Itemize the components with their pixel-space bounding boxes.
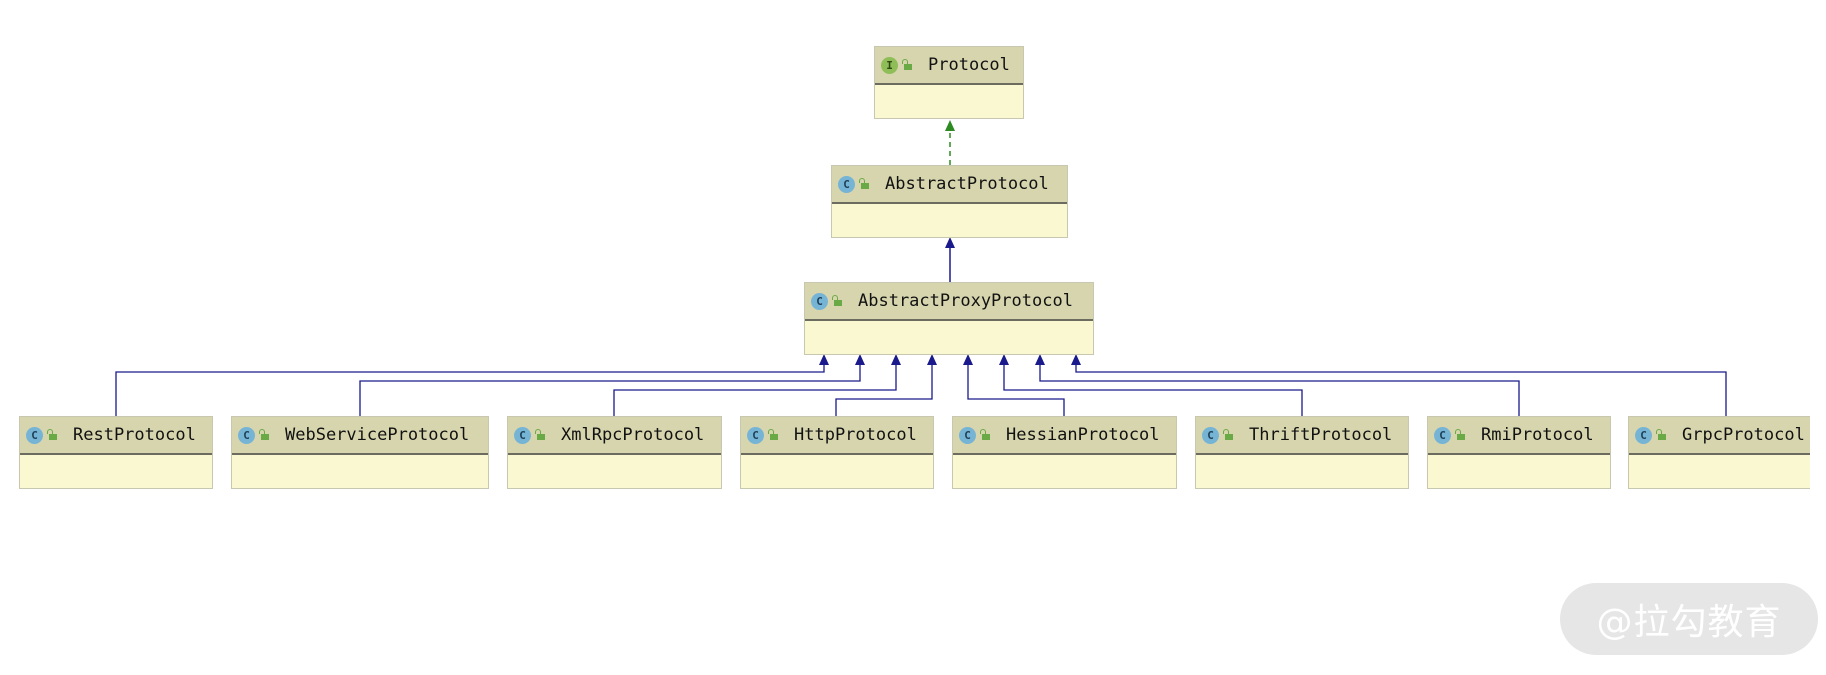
class-name: RestProtocol	[73, 425, 196, 445]
class-header: C HttpProtocol	[741, 417, 933, 455]
public-visibility-icon	[1656, 428, 1666, 440]
class-box-thriftprotocol[interactable]: C ThriftProtocol	[1195, 416, 1409, 489]
class-box-restprotocol[interactable]: C RestProtocol	[19, 416, 213, 489]
class-box-abstractprotocol[interactable]: C AbstractProtocol	[831, 165, 1068, 238]
class-header: C AbstractProtocol	[832, 166, 1067, 204]
edge-http	[835, 363, 933, 416]
arrowhead	[1035, 354, 1045, 365]
class-header: C RmiProtocol	[1428, 417, 1610, 455]
class-header: C XmlRpcProtocol	[508, 417, 721, 455]
class-icon: C	[1434, 426, 1451, 444]
public-visibility-icon	[47, 428, 57, 440]
public-visibility-icon	[832, 294, 842, 306]
edge-thrift	[1003, 363, 1303, 416]
public-visibility-icon	[902, 58, 912, 70]
class-box-protocol[interactable]: I Protocol	[874, 46, 1024, 119]
class-icon: C	[26, 426, 43, 444]
class-box-httpprotocol[interactable]: C HttpProtocol	[740, 416, 934, 489]
class-header: C RestProtocol	[20, 417, 212, 455]
class-name: AbstractProtocol	[885, 174, 1049, 194]
class-icon: C	[238, 426, 255, 444]
edge-hessian	[967, 363, 1065, 416]
class-name: AbstractProxyProtocol	[858, 291, 1073, 311]
class-name: HessianProtocol	[1006, 425, 1160, 445]
arrowhead	[963, 354, 973, 365]
class-icon: C	[1635, 426, 1652, 444]
public-visibility-icon	[535, 428, 545, 440]
class-box-xmlrpcprotocol[interactable]: C XmlRpcProtocol	[507, 416, 722, 489]
class-header: C WebServiceProtocol	[232, 417, 488, 455]
inheritance-arrowhead	[945, 237, 955, 248]
edge-rmi	[1039, 363, 1520, 416]
class-name: Protocol	[928, 55, 1010, 75]
class-header: C GrpcProtocol	[1629, 417, 1810, 455]
public-visibility-icon	[859, 177, 869, 189]
class-box-rmiprotocol[interactable]: C RmiProtocol	[1427, 416, 1611, 489]
class-name: RmiProtocol	[1481, 425, 1594, 445]
watermark: @拉勾教育	[1560, 583, 1818, 655]
class-box-hessianprotocol[interactable]: C HessianProtocol	[952, 416, 1177, 489]
abstract-class-icon: C	[811, 292, 828, 310]
class-icon: C	[1202, 426, 1219, 444]
class-header: C ThriftProtocol	[1196, 417, 1408, 455]
edge-grpc	[1075, 363, 1727, 416]
class-name: WebServiceProtocol	[285, 425, 470, 445]
arrowhead	[999, 354, 1009, 365]
class-box-grpcprotocol[interactable]: C GrpcProtocol	[1628, 416, 1810, 489]
class-header: C HessianProtocol	[953, 417, 1176, 455]
edge-rest	[115, 363, 825, 416]
edge-xmlrpc	[613, 363, 897, 416]
class-icon: C	[514, 426, 531, 444]
class-box-abstractproxyprotocol[interactable]: C AbstractProxyProtocol	[804, 282, 1094, 355]
public-visibility-icon	[1223, 428, 1233, 440]
class-box-webserviceprotocol[interactable]: C WebServiceProtocol	[231, 416, 489, 489]
class-icon: C	[959, 426, 976, 444]
arrowhead	[855, 354, 865, 365]
class-name: HttpProtocol	[794, 425, 917, 445]
class-icon: C	[747, 426, 764, 444]
class-header: I Protocol	[875, 47, 1023, 85]
public-visibility-icon	[980, 428, 990, 440]
public-visibility-icon	[1455, 428, 1465, 440]
class-name: XmlRpcProtocol	[561, 425, 705, 445]
arrowhead	[927, 354, 937, 365]
abstract-class-icon: C	[838, 175, 855, 193]
arrowhead	[891, 354, 901, 365]
public-visibility-icon	[259, 428, 269, 440]
class-name: ThriftProtocol	[1249, 425, 1393, 445]
arrowhead	[1071, 354, 1081, 365]
edge-webservice	[359, 363, 861, 416]
class-header: C AbstractProxyProtocol	[805, 283, 1093, 321]
interface-icon: I	[881, 56, 898, 74]
realization-arrowhead	[945, 120, 955, 131]
arrowhead	[819, 354, 829, 365]
class-name: GrpcProtocol	[1682, 425, 1805, 445]
public-visibility-icon	[768, 428, 778, 440]
